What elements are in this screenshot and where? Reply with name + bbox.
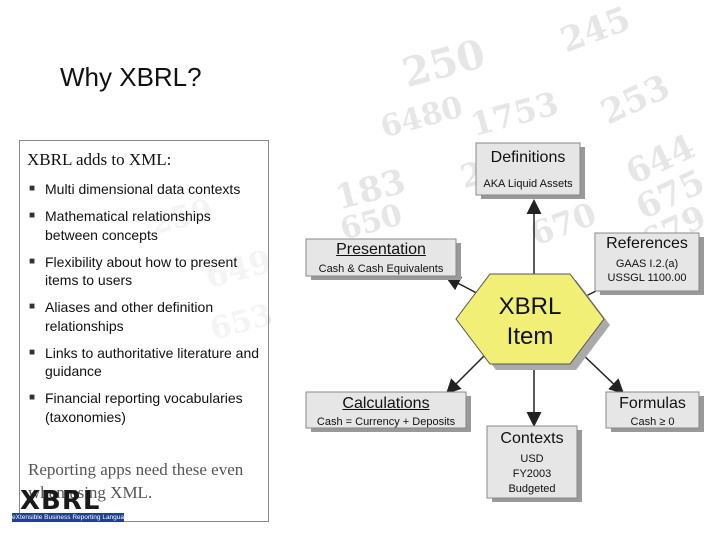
list-item: ■ Aliases and other definition relations… (29, 298, 265, 335)
hexagon-label-line1: XBRL (498, 293, 562, 320)
definitions-box (475, 142, 581, 196)
formulas-sub: Cash ≥ 0 (630, 416, 675, 428)
square-bullet-icon: ■ (29, 301, 36, 312)
formulas-label: Formulas (619, 395, 686, 412)
references-box (594, 232, 700, 292)
calculations-box (305, 391, 467, 429)
xbrl-logo: XBRL eXtensible Business Reporting Langu… (12, 486, 132, 532)
references-sub-line2: USSGL 1100.00 (607, 272, 687, 284)
presentation-sub: Cash & Cash Equivalents (318, 263, 444, 275)
left-panel-heading: XBRL adds to XML: (27, 150, 172, 169)
left-panel-box (19, 140, 269, 522)
formulas-box (605, 391, 700, 429)
presentation-label: Presentation (336, 241, 426, 258)
presentation-box (305, 238, 457, 277)
references-label: References (606, 235, 688, 252)
list-item-text: Mathematical relationships between conce… (45, 208, 211, 243)
square-bullet-icon: ■ (29, 255, 36, 267)
square-bullet-icon: ■ (29, 210, 36, 221)
list-item: ■ Financial reporting vocabularies (taxo… (29, 389, 265, 426)
square-bullet-icon: ■ (29, 346, 36, 358)
list-item: ■ Links to authoritative literature and … (29, 344, 265, 381)
hexagon-label-line2: Item (506, 323, 554, 350)
list-item-text: Aliases and other definition relationshi… (45, 299, 214, 334)
calculations-sub: Cash = Currency + Deposits (316, 416, 456, 428)
list-item-text: Financial reporting vocabularies (taxono… (45, 390, 243, 425)
list-item: ■ Flexibility about how to present items… (29, 253, 265, 290)
references-sub-line1: GAAS I.2.(a) (615, 258, 679, 270)
contexts-label: Contexts (500, 430, 564, 447)
logo-wordmark: XBRL (20, 486, 101, 516)
square-bullet-icon: ■ (29, 392, 36, 403)
contexts-sub-line1: USD (520, 453, 544, 465)
calculations-label: Calculations (342, 395, 430, 412)
slide-title: Why XBRL? (60, 62, 202, 92)
list-item-text: Links to authoritative literature and gu… (45, 344, 260, 380)
arrow-to-calculations (445, 349, 491, 395)
contexts-sub-line3: Budgeted (508, 483, 556, 495)
bullet-list: ■ Multi dimensional data contexts ■ Math… (29, 180, 265, 435)
contexts-box (486, 425, 578, 499)
xbrl-item-hexagon (455, 273, 605, 365)
list-item-text: Flexibility about how to present items t… (45, 253, 238, 289)
definitions-sub: AKA Liquid Assets (483, 178, 573, 190)
list-item-text: Multi dimensional data contexts (45, 181, 241, 197)
square-bullet-icon: ■ (29, 183, 36, 194)
list-item: ■ Multi dimensional data contexts (29, 180, 265, 199)
contexts-sub-line2: FY2003 (512, 468, 552, 480)
logo-tagline: eXtensible Business Reporting Language (12, 513, 132, 522)
definitions-label: Definitions (490, 149, 566, 166)
left-panel-footer: Reporting apps need these even when usin… (28, 460, 244, 502)
list-item: ■ Mathematical relationships between con… (29, 207, 265, 244)
